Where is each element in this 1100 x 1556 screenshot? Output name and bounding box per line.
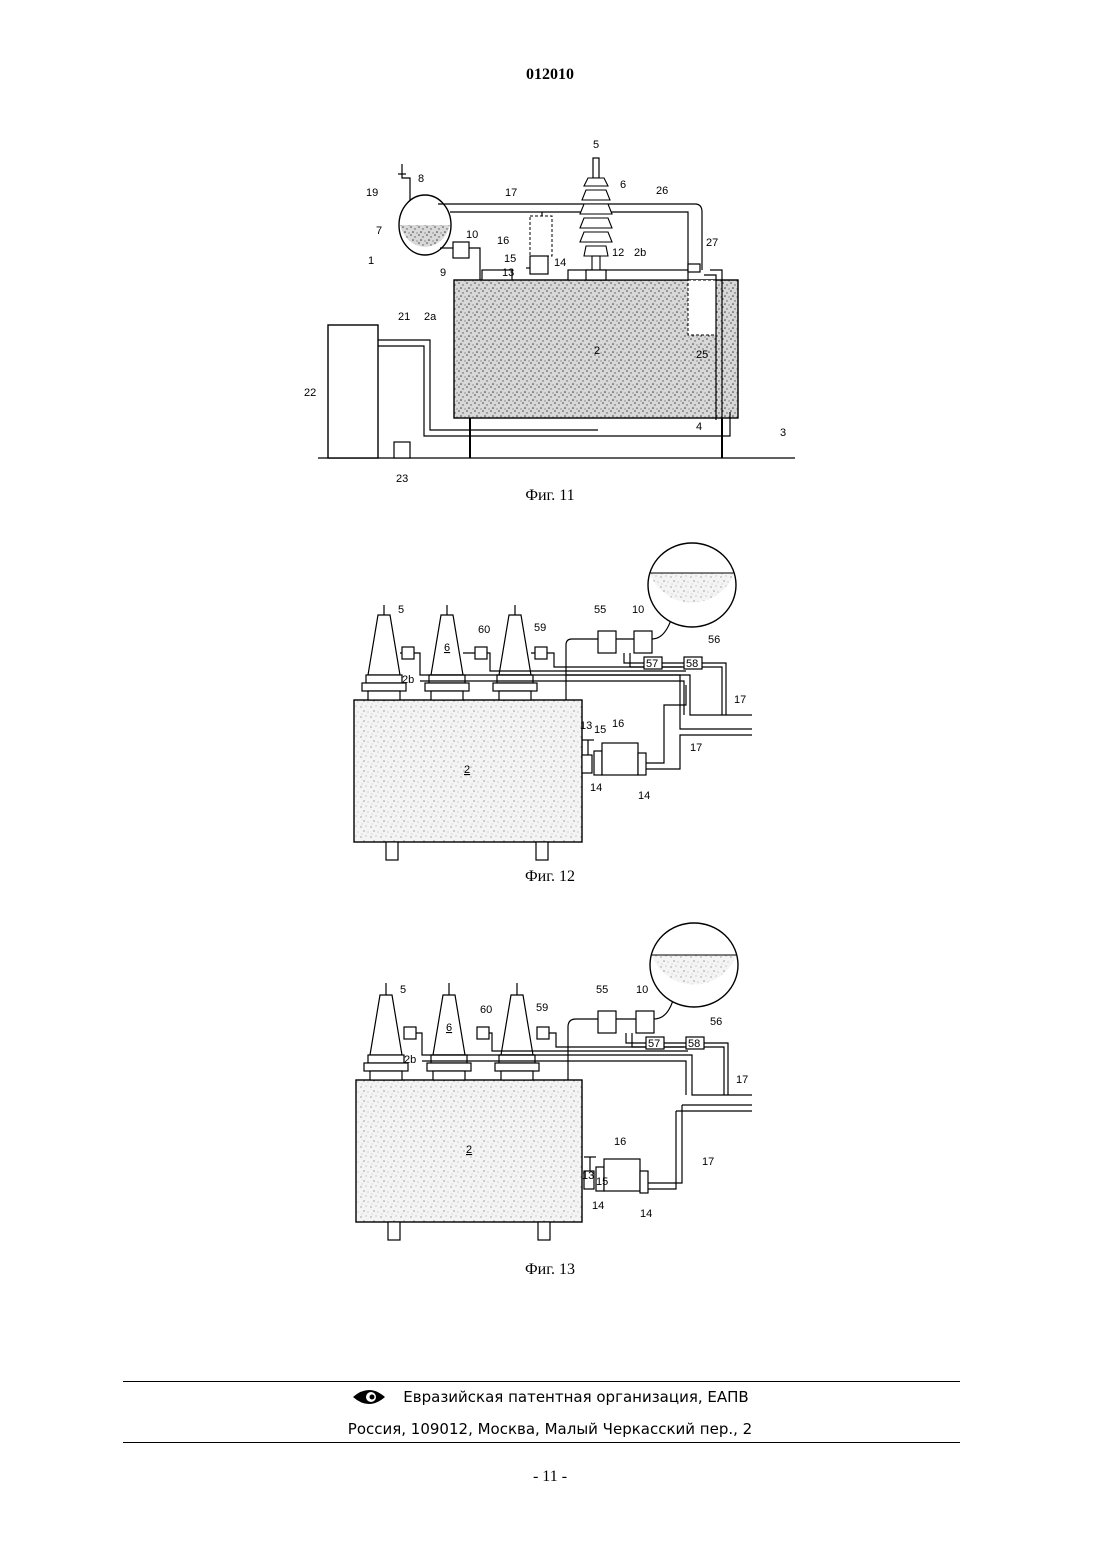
label-56: 56 bbox=[708, 634, 720, 646]
figure-13-drawing: 5 6 60 59 55 10 56 57 58 17 2b 2 17 13 1… bbox=[340, 915, 760, 1260]
figure-11-drawing: 5 6 8 17 26 19 7 10 16 15 14 13 12 2b 27… bbox=[290, 130, 810, 490]
label-6: 6 bbox=[444, 642, 450, 654]
label-58: 58 bbox=[686, 658, 698, 670]
label-19: 19 bbox=[366, 187, 378, 199]
label-14-right: 14 bbox=[640, 1208, 652, 1220]
label-57: 57 bbox=[646, 658, 658, 670]
label-14: 14 bbox=[554, 257, 566, 269]
label-21: 21 bbox=[398, 311, 410, 323]
label-27: 27 bbox=[706, 237, 718, 249]
label-12: 12 bbox=[612, 247, 624, 259]
label-10: 10 bbox=[466, 229, 478, 241]
label-16: 16 bbox=[612, 718, 624, 730]
label-2a: 2a bbox=[424, 311, 437, 323]
label-17: 17 bbox=[702, 1156, 714, 1168]
figure-12-caption: Фиг. 12 bbox=[0, 868, 1100, 886]
figure-11-caption: Фиг. 11 bbox=[0, 487, 1100, 505]
label-9: 9 bbox=[440, 267, 446, 279]
label-2: 2 bbox=[464, 764, 470, 776]
label-55: 55 bbox=[594, 604, 606, 616]
label-60: 60 bbox=[480, 1004, 492, 1016]
figure-13: 5 6 60 59 55 10 56 57 58 17 2b 2 17 13 1… bbox=[340, 915, 760, 1260]
label-17-top: 17 bbox=[734, 694, 746, 706]
label-5: 5 bbox=[398, 604, 404, 616]
footer-organization-row: Евразийская патентная организация, ЕАПВ bbox=[0, 1387, 1100, 1411]
label-16: 16 bbox=[497, 235, 509, 247]
label-57: 57 bbox=[648, 1038, 660, 1050]
footer-organization: Евразийская патентная организация, ЕАПВ bbox=[403, 1388, 748, 1406]
label-13: 13 bbox=[580, 720, 592, 732]
label-6: 6 bbox=[446, 1022, 452, 1034]
label-59: 59 bbox=[534, 622, 546, 634]
label-5: 5 bbox=[593, 139, 599, 151]
page-number: - 11 - bbox=[0, 1468, 1100, 1486]
label-15: 15 bbox=[596, 1176, 608, 1188]
label-16: 16 bbox=[614, 1136, 626, 1148]
label-10: 10 bbox=[636, 984, 648, 996]
label-55: 55 bbox=[596, 984, 608, 996]
label-56: 56 bbox=[710, 1016, 722, 1028]
label-10: 10 bbox=[632, 604, 644, 616]
label-25: 25 bbox=[696, 349, 708, 361]
label-13: 13 bbox=[582, 1170, 594, 1182]
label-6: 6 bbox=[620, 179, 626, 191]
label-26: 26 bbox=[656, 185, 668, 197]
label-2: 2 bbox=[594, 345, 600, 357]
label-15: 15 bbox=[504, 253, 516, 265]
label-17: 17 bbox=[690, 742, 702, 754]
label-17-top: 17 bbox=[736, 1074, 748, 1086]
eapo-eye-logo-icon bbox=[351, 1387, 387, 1407]
footer-address: Россия, 109012, Москва, Малый Черкасский… bbox=[0, 1420, 1100, 1438]
label-13: 13 bbox=[502, 267, 514, 279]
label-14-left: 14 bbox=[590, 782, 602, 794]
label-2b: 2b bbox=[404, 1054, 416, 1066]
label-2: 2 bbox=[466, 1144, 472, 1156]
label-5: 5 bbox=[400, 984, 406, 996]
document-number: 012010 bbox=[0, 66, 1100, 84]
label-58: 58 bbox=[688, 1038, 700, 1050]
label-3: 3 bbox=[780, 427, 786, 439]
label-22: 22 bbox=[304, 387, 316, 399]
label-7: 7 bbox=[376, 225, 382, 237]
label-2b: 2b bbox=[634, 247, 646, 259]
figure-12: 5 6 60 59 55 10 56 57 58 17 2b 13 15 16 … bbox=[340, 535, 760, 865]
label-2b: 2b bbox=[402, 674, 414, 686]
label-4: 4 bbox=[696, 421, 702, 433]
label-17: 17 bbox=[505, 187, 517, 199]
label-23: 23 bbox=[396, 473, 408, 485]
figure-12-drawing: 5 6 60 59 55 10 56 57 58 17 2b 13 15 16 … bbox=[340, 535, 760, 865]
label-15: 15 bbox=[594, 724, 606, 736]
label-60: 60 bbox=[478, 624, 490, 636]
label-14-right: 14 bbox=[638, 790, 650, 802]
figure-13-caption: Фиг. 13 bbox=[0, 1261, 1100, 1279]
label-59: 59 bbox=[536, 1002, 548, 1014]
footer-bottom-rule bbox=[123, 1442, 960, 1443]
footer-top-rule bbox=[123, 1381, 960, 1382]
figure-11: 5 6 8 17 26 19 7 10 16 15 14 13 12 2b 27… bbox=[290, 130, 810, 490]
label-1: 1 bbox=[368, 255, 374, 267]
label-8: 8 bbox=[418, 173, 424, 185]
label-14-left: 14 bbox=[592, 1200, 604, 1212]
